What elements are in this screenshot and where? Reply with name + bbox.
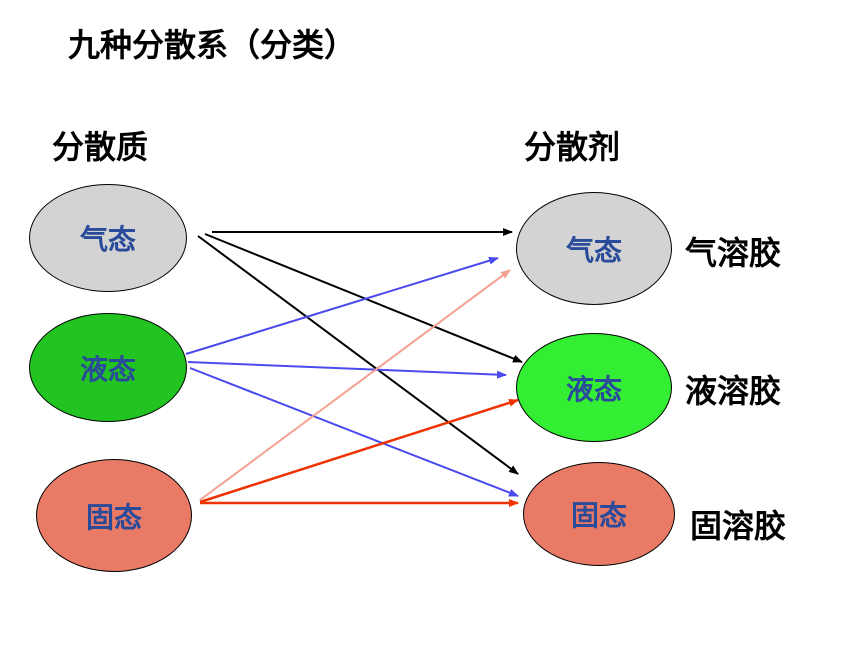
- arrow-liquid-to-solid: [189, 367, 519, 497]
- left-node-liquid-label: 液态: [79, 352, 136, 386]
- arrow-solid-to-gas: [199, 269, 511, 501]
- right-node-gas: 气态: [516, 192, 672, 305]
- arrow-liquid-to-gas: [185, 256, 499, 355]
- right-node-liquid-label: 液态: [565, 372, 622, 406]
- colloid-name-solid: 固溶胶: [690, 507, 787, 545]
- arrow-gas-to-solid: [197, 235, 519, 475]
- right-node-solid: 固态: [523, 462, 675, 566]
- colloid-name-gas: 气溶胶: [685, 234, 782, 272]
- left-node-solid-label: 固态: [85, 500, 142, 534]
- page-title: 九种分散系（分类）: [68, 26, 357, 64]
- arrow-liquid-to-liquid: [187, 361, 507, 379]
- dispersed-phase-heading: 分散质: [52, 128, 149, 166]
- colloid-name-liquid: 液溶胶: [685, 372, 782, 410]
- left-node-solid: 固态: [36, 459, 192, 572]
- right-node-gas-label: 气态: [565, 233, 622, 267]
- dispersion-medium-heading: 分散剂: [524, 128, 621, 166]
- arrow-gas-to-liquid: [204, 233, 523, 363]
- right-node-solid-label: 固态: [570, 499, 627, 532]
- left-node-gas: 气态: [29, 184, 187, 292]
- arrow-solid-to-liquid: [199, 398, 519, 504]
- right-node-liquid: 液态: [516, 333, 672, 442]
- left-node-liquid: 液态: [29, 313, 187, 422]
- left-node-gas-label: 气态: [79, 223, 136, 256]
